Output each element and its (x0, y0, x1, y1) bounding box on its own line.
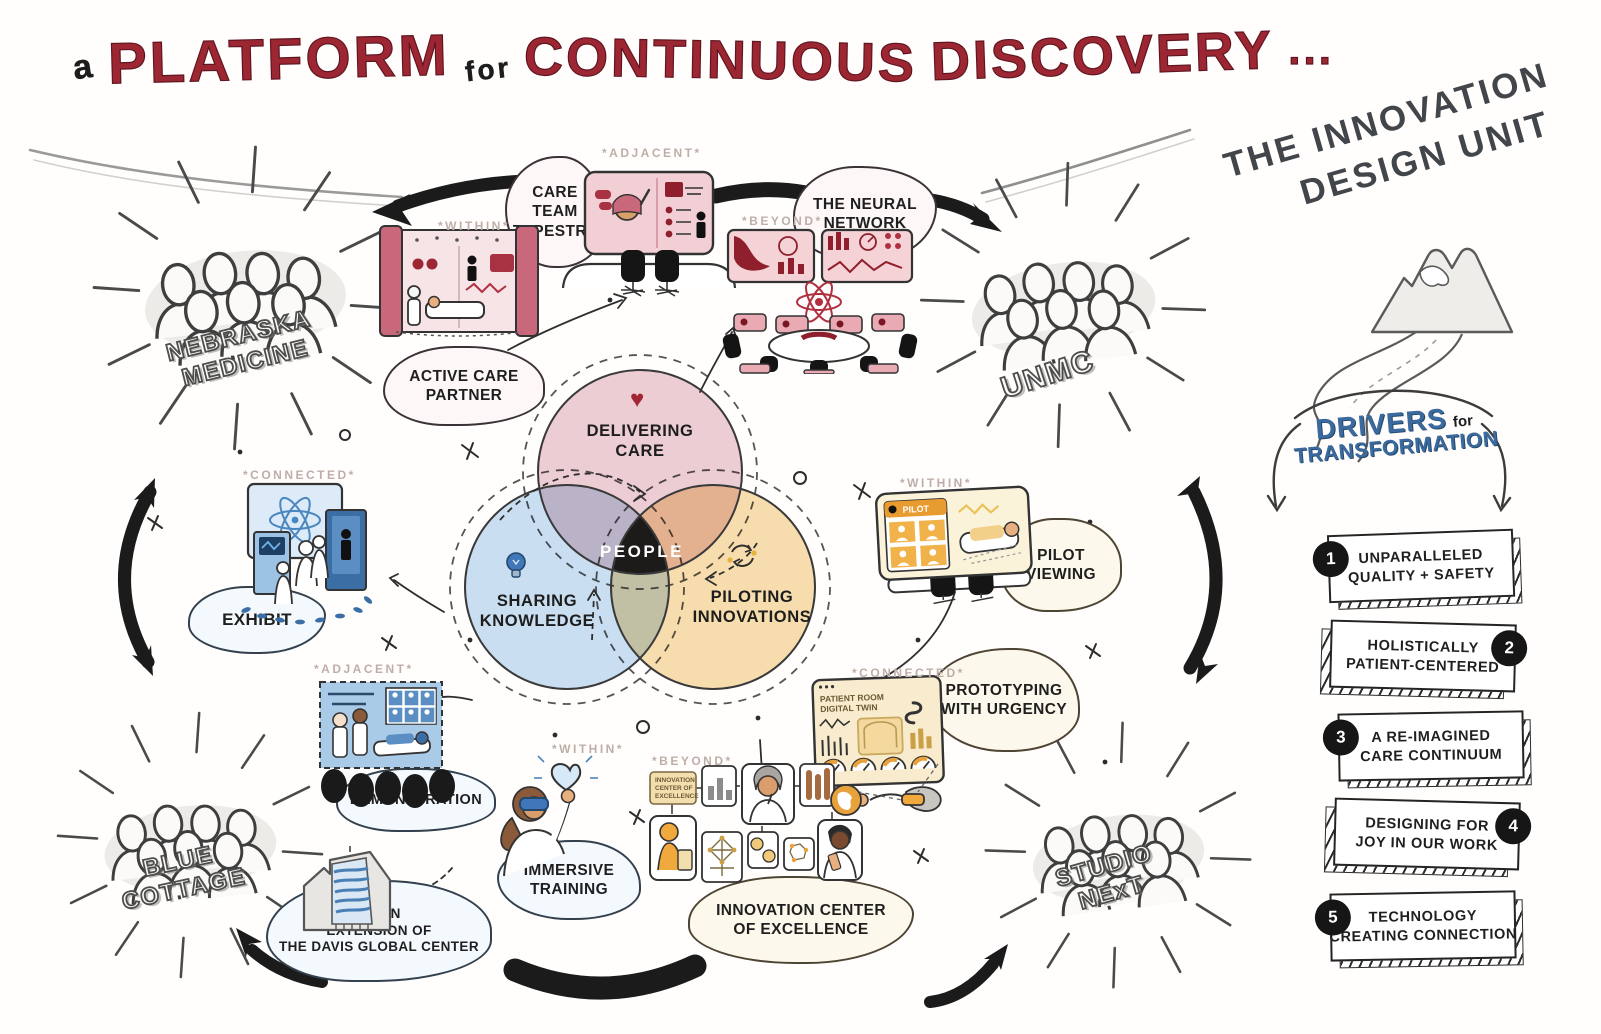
driver-2-line1: HOLISTICALLY (1367, 637, 1480, 657)
dotted-path-icon (241, 596, 373, 625)
driver-item-3: A RE-IMAGINED CARE CONTINUUM 3 (1322, 710, 1532, 789)
driver-4-badge: 4 (1494, 807, 1532, 845)
demonstration-icon (319, 681, 455, 808)
prototyping-line1: PROTOTYPING (945, 681, 1063, 699)
wavy-line-left (28, 148, 404, 207)
driver-1-line2: QUALITY + SAFETY (1347, 564, 1495, 586)
title-word-a: a (70, 46, 98, 88)
panel-title-line2: DIGITAL TWIN (820, 702, 878, 714)
molecule-tile-icon (783, 837, 815, 871)
driver-1-line1: UNPARALLELED (1358, 546, 1484, 567)
active-care-partner-icon (379, 225, 539, 337)
crowd-nebraska-icon (79, 132, 411, 464)
hologram-heart-icon (534, 755, 598, 792)
tag-adjacent-tapestry: *ADJACENT* (602, 146, 702, 160)
exhibit-icon (241, 482, 373, 625)
driver-item-1: UNPARALLELED QUALITY + SAFETY 1 (1312, 528, 1523, 610)
driver-item-2: HOLISTICALLY PATIENT-CENTERED 2 (1319, 619, 1528, 700)
venn-label-delivering-care: DELIVERING CARE (575, 422, 705, 462)
exhibit-label: EXHIBIT (222, 610, 292, 630)
group-label-unmc: UNMC (996, 343, 1099, 406)
gauge-icons (820, 755, 937, 773)
person-glyph-icon (467, 255, 477, 281)
neural-network-icon (722, 228, 918, 374)
driver-item-5: TECHNOLOGY CREATING CONNECTION 5 (1314, 890, 1524, 969)
title-word-discovery: DISCOVERY (930, 19, 1276, 92)
person-glyph-icon (696, 211, 706, 238)
lightbulb-icon (506, 552, 526, 578)
panel-title-line1: PATIENT ROOM (820, 692, 884, 704)
pilot-viewing-icon: PILOT (875, 485, 1033, 604)
delivering-line2: CARE (615, 441, 665, 460)
piloting-line2: INNOVATIONS (692, 607, 812, 626)
drivers-word2: for (1452, 412, 1474, 431)
audience-icons (321, 769, 455, 808)
tag-connected-exhibit: *CONNECTED* (243, 468, 356, 482)
tag-within-active-care: *WITHIN* (438, 219, 510, 233)
pilot-screen-title: PILOT (902, 504, 929, 515)
cloud-active-care-partner: ACTIVE CARE PARTNER (383, 346, 545, 426)
innovation-center-icon: INNOVATION CENTER OF EXCELLENCE (649, 763, 863, 883)
cloud-innovation-center: INNOVATION CENTER OF EXCELLENCE (688, 876, 914, 964)
innovation-card-line1: INNOVATION (655, 777, 695, 784)
title-ellipsis: ... (1288, 24, 1334, 74)
piloting-line1: PILOTING (710, 588, 794, 606)
group-label-studio-next: STUDIO NExT (1051, 838, 1163, 920)
title-word-continuous: CONTINUOUS (523, 25, 918, 93)
tag-within-immersive: *WITHIN* (552, 742, 624, 756)
tag-beyond-neural: *BEYOND* (742, 214, 823, 228)
davis-line3: THE DAVIS GLOBAL CENTER (279, 939, 479, 955)
driver-item-4: DESIGNING FOR JOY IN OUR WORK 4 (1323, 797, 1532, 878)
title-word-platform: PLATFORM (107, 22, 452, 97)
unmc-label: UNMC (996, 343, 1099, 406)
driver-5-line2: CREATING CONNECTION (1329, 925, 1518, 946)
pilot-line1: PILOT (1037, 546, 1085, 564)
chair-icon (621, 250, 679, 282)
group-label-nebraska: NEBRASKA MEDICINE (163, 304, 321, 394)
sharing-line1: SHARING (496, 592, 578, 610)
davis-building-icon (302, 846, 392, 932)
driver-4-line2: JOY IN OUR WORK (1355, 833, 1499, 854)
venn-label-piloting-innovations: PILOTING INNOVATIONS (682, 588, 822, 628)
sharing-line2: KNOWLEDGE (479, 611, 595, 630)
innovation-card-line2: CENTER OF (655, 785, 693, 792)
cycle-icon (727, 544, 757, 567)
pilot-line2: VIEWING (1026, 566, 1096, 583)
group-label-blue-cottage: BLUE COTTAGE (114, 835, 249, 916)
driver-5-line1: TECHNOLOGY (1368, 907, 1478, 926)
tag-beyond-innovation: *BEYOND* (652, 754, 733, 768)
immersive-line2: TRAINING (529, 881, 609, 898)
driver-2-badge: 2 (1490, 629, 1528, 667)
driver-2-line2: PATIENT-CENTERED (1345, 655, 1500, 676)
tag-within-pilot: *WITHIN* (900, 476, 972, 490)
crowd-unmc-icon (903, 145, 1223, 465)
driver-4-line1: DESIGNING FOR (1365, 814, 1490, 835)
heart-icon: ♥ (630, 386, 645, 413)
tag-adjacent-demonstration: *ADJACENT* (314, 662, 414, 676)
immersive-training-icon (500, 755, 598, 877)
driver-3-line2: CARE CONTINUUM (1360, 746, 1503, 765)
person-glyph-icon (341, 529, 351, 560)
prototyping-icon: PATIENT ROOM DIGITAL TWIN (811, 674, 945, 812)
innovation-line1: INNOVATION CENTER (716, 901, 886, 919)
delivering-line1: DELIVERING (586, 422, 694, 440)
innovation-line2: OF EXCELLENCE (733, 921, 869, 938)
venn-label-sharing-knowledge: SHARING KNOWLEDGE (472, 592, 602, 632)
neural-line1: THE NEURAL (813, 195, 917, 213)
driver-3-line1: A RE-IMAGINED (1371, 727, 1491, 746)
active-care-line2: PARTNER (425, 387, 503, 404)
title-word-for: for (463, 51, 513, 87)
page-title: a PLATFORM for CONTINUOUS DISCOVERY ... (70, 19, 1331, 97)
immersive-line1: IMMERSIVE (523, 861, 615, 879)
cloud-immersive-training: IMMERSIVE TRAINING (497, 840, 641, 920)
innovation-card-line3: EXCELLENCE (655, 793, 699, 800)
active-care-line1: ACTIVE CARE (409, 367, 519, 385)
tag-connected-prototyping: *CONNECTED* (852, 666, 965, 680)
venn-label-people: PEOPLE (600, 542, 684, 561)
wavy-line-right (980, 128, 1195, 203)
